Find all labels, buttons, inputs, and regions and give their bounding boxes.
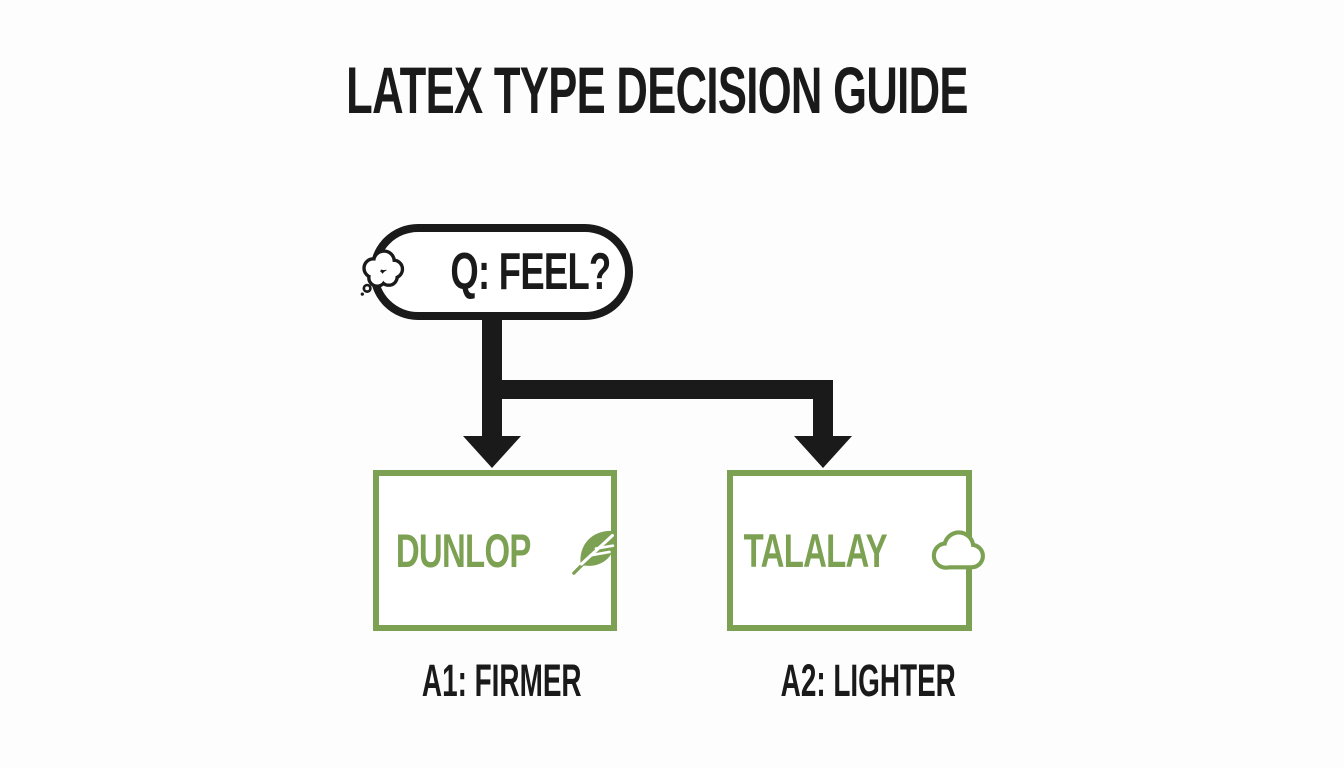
cloud-icon	[928, 529, 986, 573]
page-title-text: LATEX TYPE DECISION GUIDE	[346, 53, 968, 127]
option-box-talalay: TALALAY	[727, 470, 985, 631]
connector-left-stem	[482, 318, 502, 438]
option-box-dunlop: DUNLOP	[373, 470, 617, 631]
option-label-dunlop: DUNLOP	[395, 524, 531, 577]
page-title: LATEX TYPE DECISION GUIDE	[186, 57, 1128, 123]
answer-label-firmer: A1: FIRMER	[421, 655, 582, 706]
connector-right-stem	[813, 380, 833, 438]
answer-label-lighter: A2: LIGHTER	[780, 655, 956, 706]
leaf-icon	[569, 524, 623, 578]
thought-bubble-icon	[358, 247, 408, 297]
question-label: Q: FEEL?	[450, 243, 611, 301]
question-node: Q: FEEL?	[360, 224, 633, 320]
arrowhead-left	[463, 436, 521, 468]
connector-horizontal-bar	[482, 380, 833, 399]
arrowhead-right	[794, 436, 852, 468]
option-label-talalay: TALALAY	[743, 524, 888, 577]
